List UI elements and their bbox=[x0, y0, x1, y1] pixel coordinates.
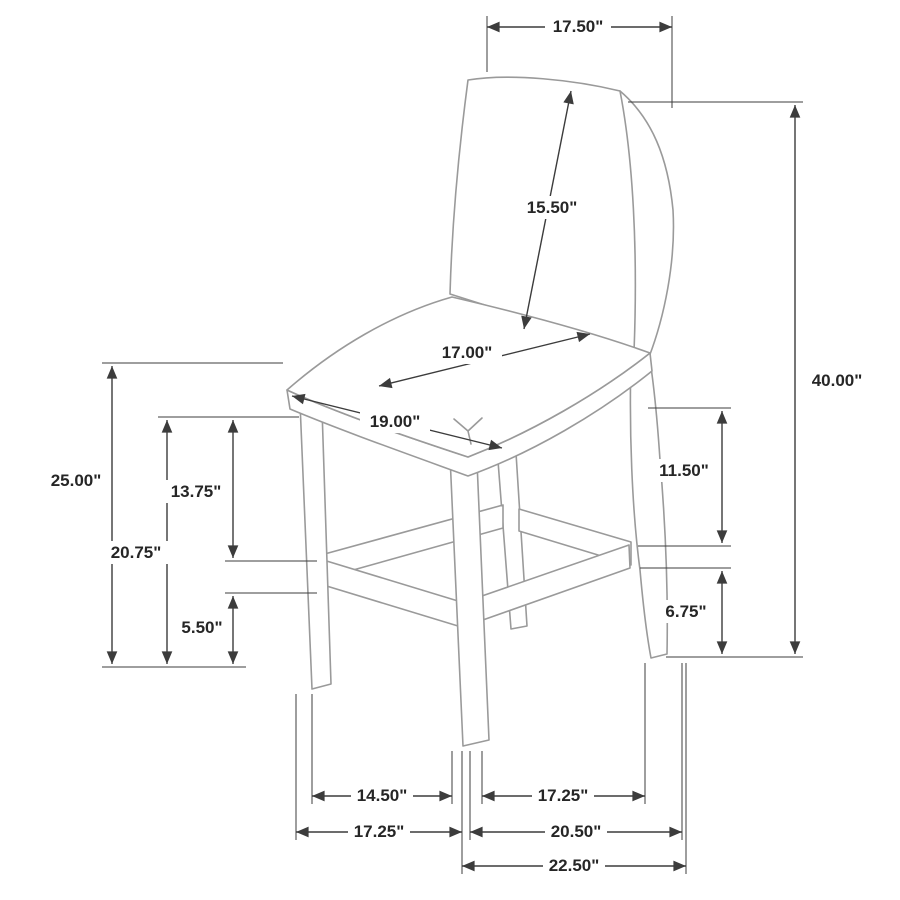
chair-right-stretcher bbox=[478, 544, 631, 622]
chair-front-left-leg bbox=[299, 402, 332, 690]
label-background bbox=[348, 821, 410, 844]
base-extension-lines bbox=[295, 663, 687, 874]
label-background bbox=[532, 785, 594, 808]
label-background bbox=[543, 855, 605, 878]
label-background bbox=[176, 616, 228, 639]
dim-backrest-height: 15.50" bbox=[517, 90, 587, 330]
dim-base-side-depth: 20.50" bbox=[470, 821, 682, 844]
dim-label-overall-height: 40.00" bbox=[812, 371, 863, 390]
dim-overall-depth: 22.50" bbox=[462, 855, 686, 878]
dim-label-seat-depth: 17.00" bbox=[442, 343, 493, 362]
dim-seat-height: 25.00" bbox=[45, 362, 283, 668]
dim-seat-to-stretcher-right: 11.50" bbox=[638, 407, 731, 547]
label-background bbox=[652, 459, 716, 482]
chair-front-leg bbox=[449, 455, 490, 747]
dim-side-leg-spacing: 17.25" bbox=[482, 785, 645, 808]
chair-illustration bbox=[286, 76, 675, 747]
label-background bbox=[351, 785, 413, 808]
label-background bbox=[104, 541, 168, 564]
label-background bbox=[545, 821, 607, 844]
label-background bbox=[360, 410, 430, 433]
chair-front-stretcher bbox=[319, 558, 459, 627]
chair-backrest-edge bbox=[619, 90, 637, 353]
dim-label-base-side-depth: 20.50" bbox=[551, 822, 602, 841]
label-background bbox=[517, 196, 587, 219]
dim-label-seat-to-stretcher-right: 11.50" bbox=[659, 461, 709, 480]
dim-seat-depth: 17.00" bbox=[378, 331, 591, 389]
dim-stretcher-to-floor-left: 5.50" bbox=[176, 592, 317, 664]
chair-back-stretcher bbox=[518, 508, 632, 566]
dim-label-front-leg-spacing: 14.50" bbox=[357, 786, 408, 805]
label-background bbox=[545, 16, 611, 38]
dim-label-leg-height: 20.75" bbox=[111, 543, 162, 562]
dim-overall-height: 40.00" bbox=[628, 101, 863, 658]
dim-label-stretcher-to-floor-right: 6.75" bbox=[665, 602, 706, 621]
label-background bbox=[45, 469, 107, 492]
dim-label-seat-height: 25.00" bbox=[51, 471, 102, 490]
dim-seat-to-stretcher-left: 13.75" bbox=[164, 420, 317, 562]
label-background bbox=[164, 480, 228, 503]
dim-label-base-front-width: 17.25" bbox=[354, 822, 405, 841]
chair-back-right-leg bbox=[629, 359, 669, 659]
label-background bbox=[432, 341, 502, 364]
dim-leg-height: 20.75" bbox=[104, 416, 299, 664]
dim-seat-width: 19.00" bbox=[291, 393, 503, 451]
dim-label-stretcher-to-floor-left: 5.50" bbox=[181, 618, 222, 637]
dim-label-side-leg-spacing: 17.25" bbox=[538, 786, 589, 805]
dim-base-front-width: 17.25" bbox=[296, 821, 462, 844]
dim-label-backrest-height: 15.50" bbox=[527, 198, 578, 217]
dim-label-seat-to-stretcher-left: 13.75" bbox=[171, 482, 222, 501]
dim-label-seat-width: 19.00" bbox=[370, 412, 421, 431]
dim-front-leg-spacing: 14.50" bbox=[312, 785, 452, 808]
dim-label-top-back-width: 17.50" bbox=[553, 17, 604, 36]
label-background bbox=[660, 600, 712, 623]
dim-label-overall-depth: 22.50" bbox=[549, 856, 600, 875]
dim-stretcher-to-floor-right: 6.75" bbox=[640, 567, 731, 654]
dim-top-back-width: 17.50" bbox=[486, 16, 673, 108]
